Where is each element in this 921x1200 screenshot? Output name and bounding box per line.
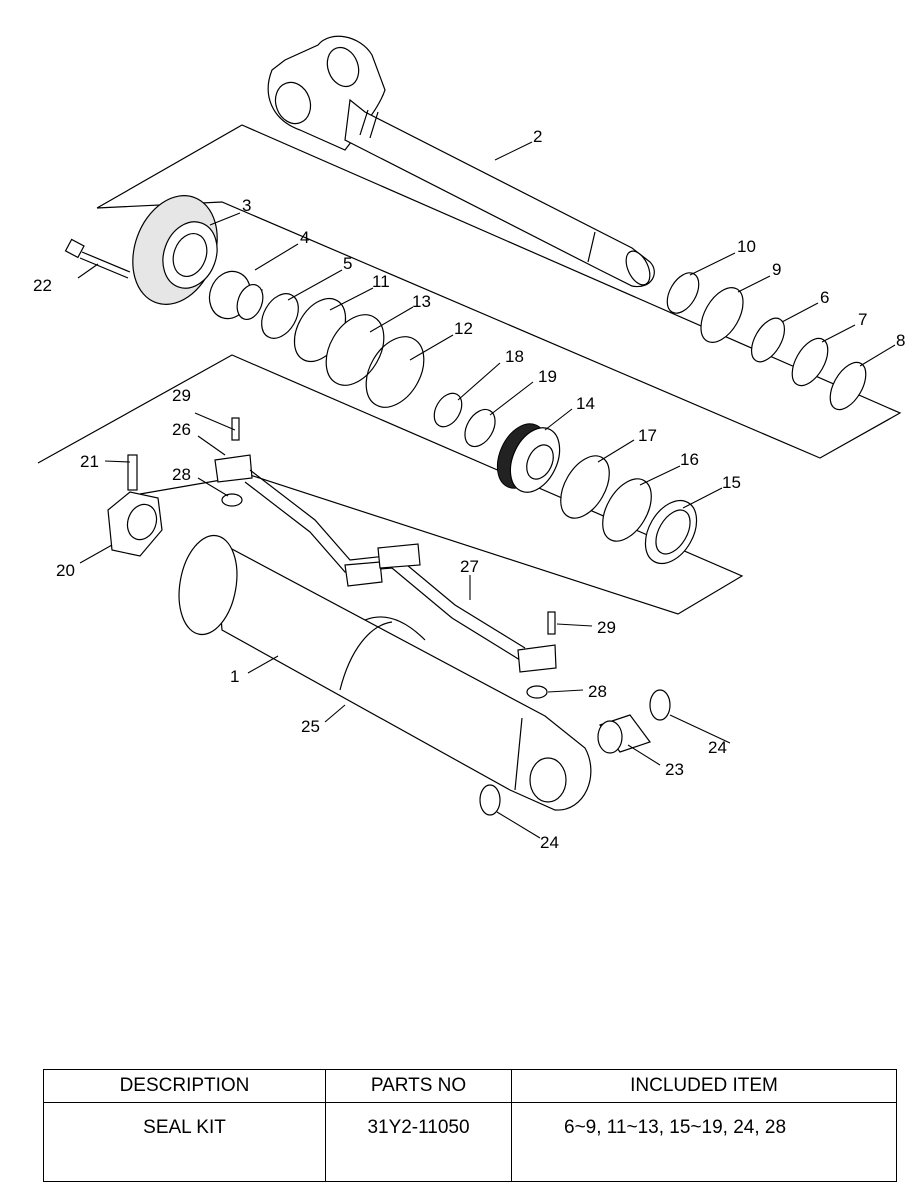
rod-seal: [700, 287, 744, 343]
buffer-ring: [750, 317, 786, 363]
callout-28-lower: 28: [588, 682, 607, 701]
callout-25: 25: [301, 717, 320, 736]
dust-seal-upper: [649, 689, 671, 721]
callout-9: 9: [772, 260, 781, 279]
wear-ring: [560, 455, 610, 519]
callout-13: 13: [412, 292, 431, 311]
callout-23: 23: [665, 760, 684, 779]
callout-11: 11: [372, 272, 390, 291]
callout-6: 6: [820, 288, 829, 307]
callout-26: 26: [172, 420, 191, 439]
callout-24-lower: 24: [540, 833, 559, 852]
o-ring-large: [325, 314, 385, 386]
back-up-ring-small: [464, 408, 496, 448]
callout-19: 19: [538, 367, 557, 386]
cylinder-tube: [178, 534, 592, 811]
callout-18: 18: [505, 347, 524, 366]
pin-bushing: [597, 714, 651, 754]
cell-parts-no: 31Y2-11050: [325, 1102, 512, 1182]
callout-3: 3: [242, 196, 251, 215]
callout-8: 8: [896, 331, 905, 350]
callout-28-upper: 28: [172, 465, 191, 484]
exploded-parts-diagram: 1 2 3 4 5 11 13 12 18 19 14 17 16 15 10 …: [33, 35, 905, 852]
lock-nut: [107, 454, 163, 557]
stop-ring: [666, 272, 700, 314]
header-parts-no: PARTS NO: [325, 1069, 512, 1103]
o-ring-pipe-upper: [221, 493, 243, 507]
callout-29-lower: 29: [597, 618, 616, 637]
callout-7: 7: [858, 310, 867, 329]
bushing: [208, 270, 264, 321]
pipe-assembly: [214, 454, 557, 673]
callout-21: 21: [80, 452, 99, 471]
callout-17: 17: [638, 426, 657, 445]
piston: [496, 423, 561, 493]
callout-22: 22: [33, 276, 52, 295]
callout-14: 14: [576, 394, 595, 413]
back-up-ring-2: [365, 336, 425, 408]
callout-labels: 1 2 3 4 5 11 13 12 18 19 14 17 16 15 10 …: [33, 127, 905, 852]
callout-29-upper: 29: [172, 386, 191, 405]
rod-cover: [132, 195, 218, 305]
callout-5: 5: [343, 254, 352, 273]
callout-24-upper: 24: [708, 738, 727, 757]
piston-rod: [267, 35, 655, 288]
callout-10: 10: [737, 237, 756, 256]
callout-15: 15: [722, 473, 741, 492]
callout-27: 27: [460, 557, 479, 576]
retaining-ring: [829, 361, 867, 411]
callout-12: 12: [454, 319, 473, 338]
callout-20: 20: [56, 561, 75, 580]
seal-piston: [644, 499, 698, 565]
snap-ring: [261, 293, 299, 339]
dust-wiper: [791, 337, 829, 387]
callout-4: 4: [300, 228, 309, 247]
table-header-row: DESCRIPTION PARTS NO INCLUDED ITEM: [43, 1069, 897, 1103]
seal-kit-table: DESCRIPTION PARTS NO INCLUDED ITEM SEAL …: [43, 1069, 897, 1182]
dust-seal-lower: [479, 784, 501, 816]
callout-2: 2: [533, 127, 542, 146]
header-description: DESCRIPTION: [43, 1069, 326, 1103]
bolt-lower: [547, 611, 556, 635]
socket-bolt: [64, 238, 131, 279]
cell-included-item: 6~9, 11~13, 15~19, 24, 28: [511, 1102, 897, 1182]
pipe-band: [339, 616, 426, 691]
slide-ring: [602, 478, 652, 542]
callout-1: 1: [230, 667, 239, 686]
callout-16: 16: [680, 450, 699, 469]
table-row: SEAL KIT 31Y2-11050 6~9, 11~13, 15~19, 2…: [43, 1102, 897, 1182]
o-ring-small: [433, 392, 463, 428]
cell-description: SEAL KIT: [43, 1102, 326, 1182]
leader-lines: [77, 141, 896, 839]
o-ring-pipe-lower: [526, 685, 548, 699]
header-included-item: INCLUDED ITEM: [511, 1069, 897, 1103]
